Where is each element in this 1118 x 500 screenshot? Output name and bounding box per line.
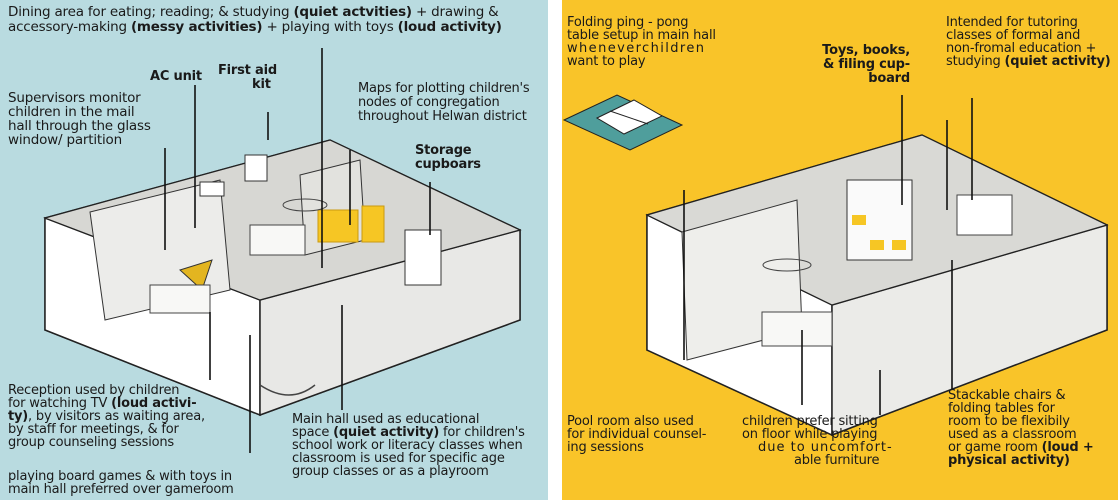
dining-caption-line2: accessory-making (messy activities) + pl… — [8, 21, 502, 34]
right-panel: Folding ping - pong table setup in main … — [562, 0, 1118, 500]
floor-label-4: able furniture — [794, 454, 879, 467]
board-games-label-2: main hall preferred over gameroom — [8, 483, 234, 496]
reception-label-5: group counseling sessions — [8, 436, 174, 449]
pool-table — [762, 312, 832, 346]
map-board-2 — [362, 206, 384, 242]
toys-label-2: & filing cup- — [798, 58, 910, 71]
bookcase-shelf-yellow-3 — [892, 240, 906, 250]
pool-label-3: ing sessions — [567, 441, 644, 454]
tutoring-label-4: studying (quiet activity) — [946, 55, 1111, 68]
bookcase-shelf-yellow-1 — [852, 215, 866, 225]
maps-label-2: nodes of congregation — [358, 96, 500, 109]
storage-cupboard — [405, 230, 441, 285]
map-board-1 — [318, 210, 358, 242]
maps-label-1: Maps for plotting children's — [358, 82, 530, 95]
main-hall-label-5: group classes or as a playroom — [292, 465, 489, 478]
dining-table — [250, 225, 305, 255]
reception-sofa — [150, 285, 210, 313]
first-aid-label-1: First aid — [218, 64, 277, 77]
storage-label-1: Storage — [415, 144, 471, 157]
toys-label-3: board — [798, 72, 910, 85]
whiteboard — [957, 195, 1012, 235]
maps-label-3: throughout Helwan district — [358, 110, 527, 123]
ac-unit-label: AC unit — [150, 70, 202, 83]
toys-label-1: Toys, books, — [798, 44, 910, 57]
bookcase-shelf-yellow-2 — [870, 240, 884, 250]
ping-pong-label-4: want to play — [567, 55, 645, 68]
supervisors-label-4: window/ partition — [8, 134, 122, 147]
ac-unit-shape — [200, 182, 224, 196]
storage-label-2: cupboars — [415, 158, 481, 171]
dining-caption-line1: Dining area for eating; reading; & study… — [8, 6, 499, 19]
stackable-label-6: physical activity) — [948, 454, 1070, 467]
left-panel: Dining area for eating; reading; & study… — [0, 0, 548, 500]
first-aid-box — [245, 155, 267, 181]
first-aid-label-2: kit — [252, 78, 271, 91]
